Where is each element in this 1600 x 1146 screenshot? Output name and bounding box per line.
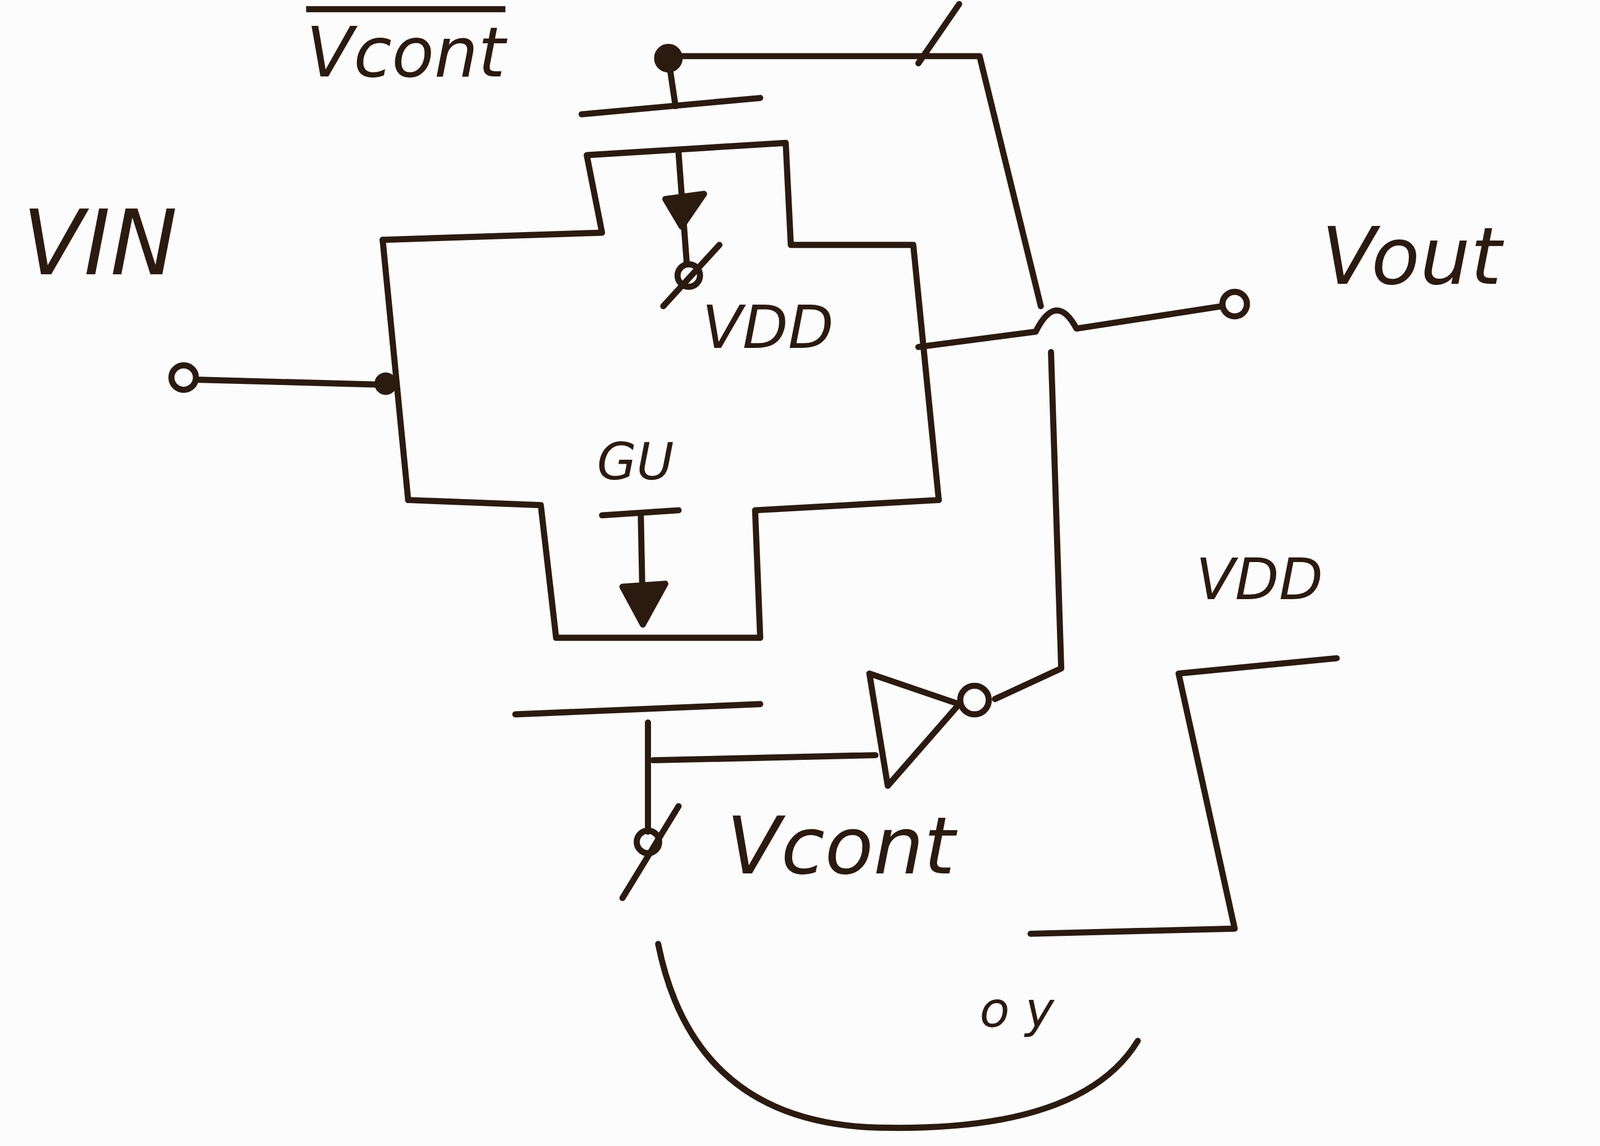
note-text: o y [979, 984, 1055, 1034]
terminal-slash [622, 806, 679, 898]
input-terminal [171, 365, 197, 391]
output-terminal [1222, 291, 1247, 317]
signal-name: Vcont [306, 18, 506, 88]
supply-label: VDD [702, 297, 834, 357]
pmos-gate-plate [581, 97, 761, 115]
supply-label: VDD [1195, 550, 1323, 609]
input-wire [195, 379, 383, 385]
bulk-arrow [622, 584, 666, 626]
inverter-to-gate-wire [668, 56, 1062, 700]
output-wire [918, 306, 1223, 348]
nmos-channel [408, 500, 939, 639]
nmos-gate-plate [515, 704, 761, 715]
signal-name: Vcont [726, 806, 956, 887]
scribble-mark [918, 3, 960, 63]
nmos-gate-lead [644, 722, 652, 832]
signal-name: VIN [22, 199, 178, 289]
inverter-symbol [869, 673, 960, 786]
junction-dot [377, 375, 395, 392]
arc-scribble [658, 943, 1138, 1128]
signal-name: Vout [1321, 216, 1502, 297]
bulk-arrow [665, 193, 704, 227]
ground-label: GU [597, 436, 675, 488]
pmos-channel [382, 142, 939, 500]
inverter-bubble [960, 685, 989, 715]
control-waveform [1030, 658, 1337, 934]
inverter-input-wire [653, 755, 876, 761]
terminal-slash [663, 245, 720, 307]
left-rail [382, 240, 409, 501]
